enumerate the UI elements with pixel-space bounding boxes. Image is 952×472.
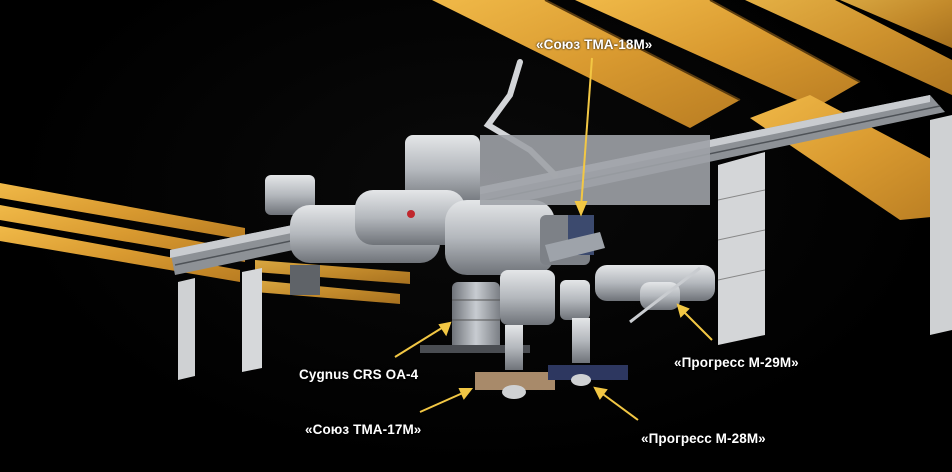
arrow-soyuz-18m <box>580 57 593 209</box>
label-progress-m-29m: «Прогресс М-29М» <box>674 355 799 370</box>
soyuz-tma-18m <box>545 215 605 262</box>
arrow-progress-28m <box>599 391 639 421</box>
label-soyuz-tma-17m: «Союз ТМА-17М» <box>305 422 422 437</box>
solar-array-upper-right <box>432 0 952 220</box>
radiator-panels <box>178 115 952 380</box>
callout-arrows <box>394 57 713 421</box>
arrow-soyuz-17m <box>419 391 466 413</box>
arrow-progress-29m <box>681 309 713 341</box>
label-progress-m-28m: «Прогресс М-28М» <box>641 431 766 446</box>
progress-m-29m <box>629 266 701 324</box>
progress-m-28m <box>548 318 628 386</box>
cygnus-spacecraft <box>420 282 530 353</box>
label-soyuz-tma-18m: «Союз ТМА-18М» <box>536 37 653 52</box>
arrow-cygnus <box>394 325 446 358</box>
soyuz-tma-17m <box>475 325 555 399</box>
label-cygnus-crs-oa-4: Cygnus CRS OA-4 <box>299 367 419 382</box>
